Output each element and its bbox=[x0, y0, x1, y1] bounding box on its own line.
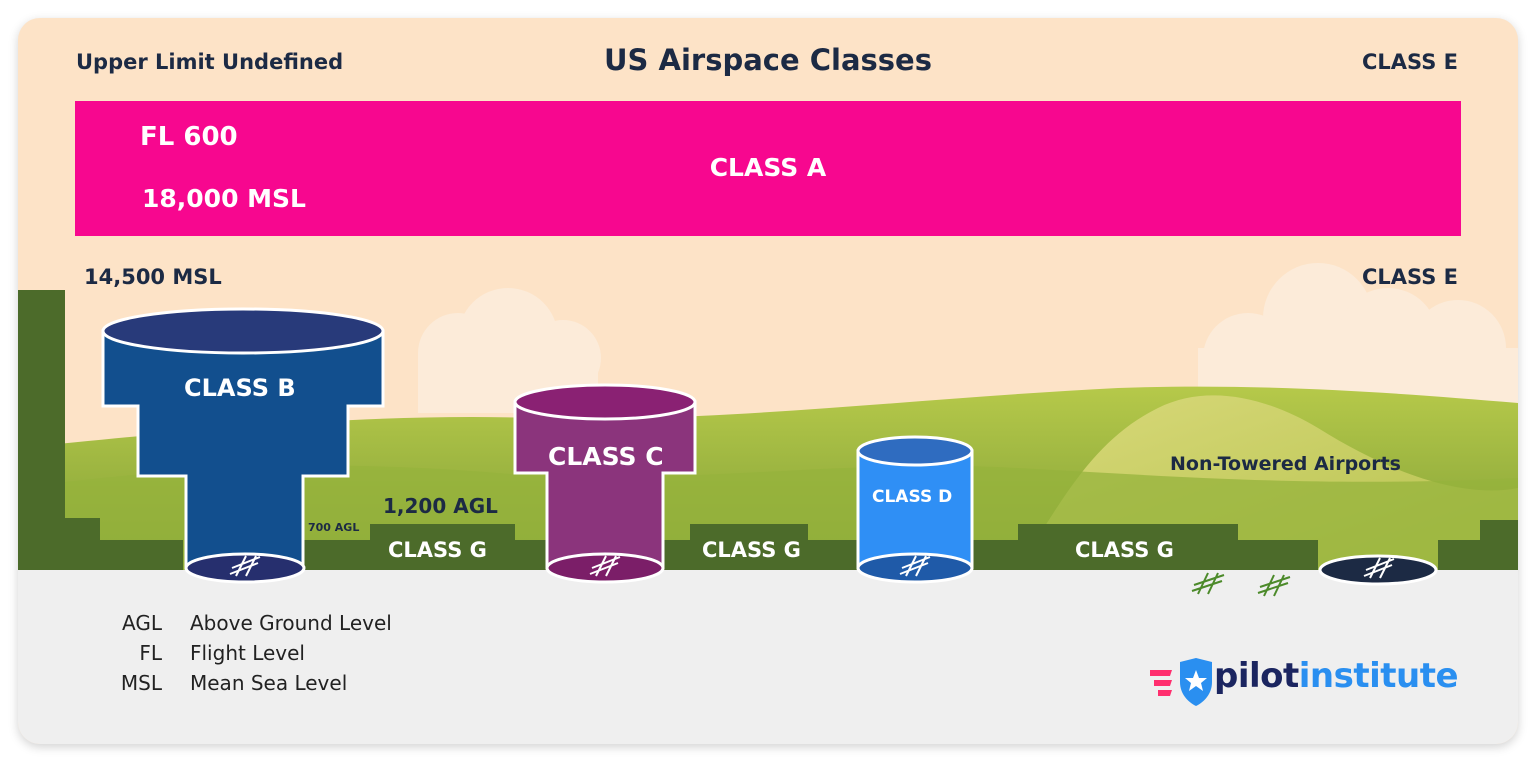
class-e-top-label: CLASS E bbox=[1361, 50, 1458, 74]
700-agl-label: 700 AGL bbox=[308, 521, 360, 534]
class-b-label: CLASS B bbox=[184, 374, 296, 402]
class-a-label: CLASS A bbox=[709, 153, 827, 182]
class-g-label-1: CLASS G bbox=[388, 538, 487, 562]
class-c-label: CLASS C bbox=[548, 442, 664, 471]
terrain-right bbox=[1438, 520, 1518, 570]
pilot-institute-logo-mark bbox=[1150, 658, 1212, 706]
terrain-step-2 bbox=[370, 524, 515, 570]
terrain-left bbox=[18, 290, 183, 570]
class-g-label-3: CLASS G bbox=[1075, 538, 1174, 562]
logo-word-institute: institute bbox=[1298, 656, 1459, 696]
logo-word-pilot: pilot bbox=[1214, 656, 1299, 696]
grass-runway-markings bbox=[1191, 572, 1291, 597]
airspace-scene bbox=[18, 101, 1518, 744]
14500-msl-label: 14,500 MSL bbox=[84, 265, 222, 289]
1200-agl-label: 1,200 AGL bbox=[383, 494, 498, 518]
fl-600-label: FL 600 bbox=[140, 122, 238, 152]
class-e-mid-label: CLASS E bbox=[1361, 265, 1458, 289]
ground bbox=[18, 570, 1518, 744]
legend-meaning: Mean Sea Level bbox=[190, 671, 348, 695]
class-g-label-2: CLASS G bbox=[702, 538, 801, 562]
legend-meaning: Flight Level bbox=[190, 641, 305, 665]
class-c-airspace bbox=[513, 383, 697, 584]
legend-meaning: Above Ground Level bbox=[190, 611, 392, 635]
class-a-band bbox=[75, 101, 1461, 236]
legend-abbr: FL bbox=[139, 641, 162, 665]
legend-abbr: AGL bbox=[122, 611, 162, 635]
pilot-institute-logo: pilotinstitute bbox=[1150, 656, 1480, 706]
non-towered-airports-label: Non-Towered Airports bbox=[1170, 453, 1401, 475]
class-d-airspace bbox=[856, 435, 974, 584]
airspace-diagram: Upper Limit Undefined US Airspace Classe… bbox=[18, 18, 1518, 744]
18000-msl-label: 18,000 MSL bbox=[142, 184, 306, 213]
class-d-label: CLASS D bbox=[872, 487, 953, 507]
upper-limit-label: Upper Limit Undefined bbox=[76, 50, 344, 74]
diagram-title: US Airspace Classes bbox=[603, 43, 932, 77]
runway-markings bbox=[229, 555, 1395, 579]
logo-wordmark: pilotinstitute bbox=[1214, 656, 1459, 696]
terrain-step-6 bbox=[1018, 524, 1238, 570]
legend-abbr: MSL bbox=[120, 671, 162, 695]
terrain-step-4 bbox=[690, 524, 808, 570]
